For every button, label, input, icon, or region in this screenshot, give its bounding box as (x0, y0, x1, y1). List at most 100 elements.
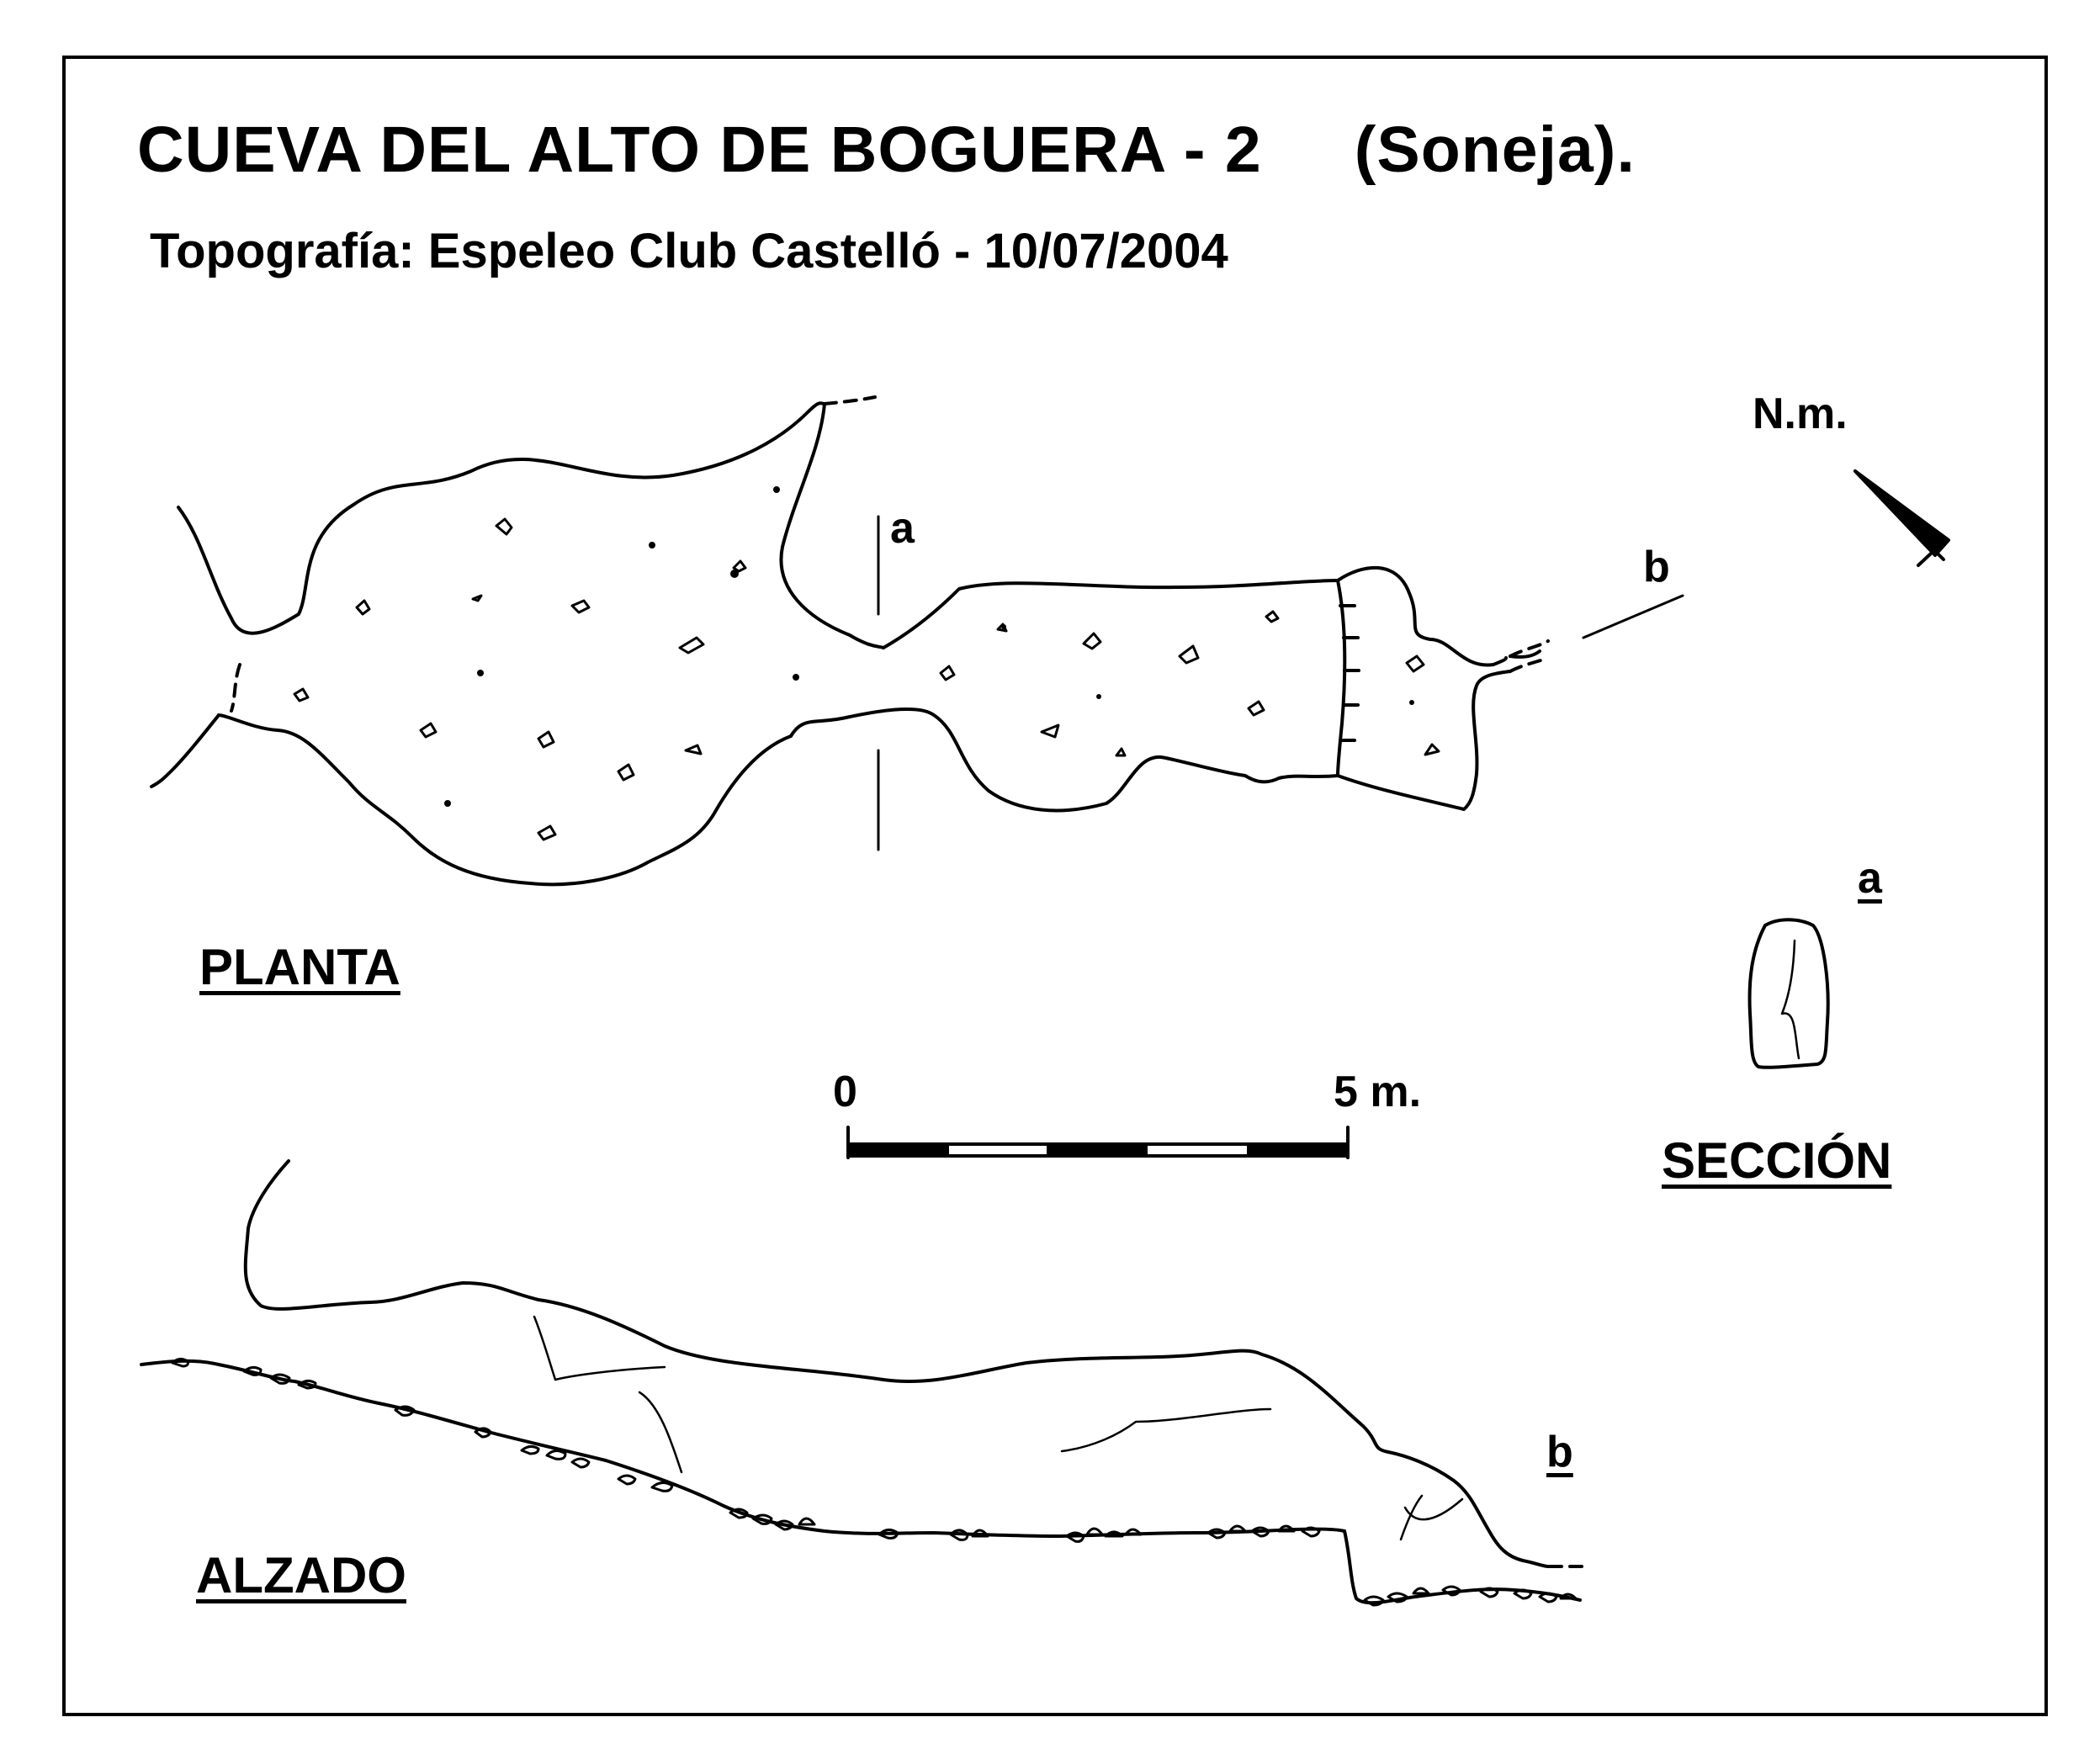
rubble (545, 1450, 567, 1460)
boulder (1265, 610, 1280, 623)
plan-lower-wall-west (217, 713, 793, 887)
elevation-view-label: ALZADO (196, 1547, 406, 1603)
section-crack (1780, 939, 1800, 1060)
boulder (1115, 747, 1127, 757)
boulder (355, 599, 371, 616)
rubble (1206, 1528, 1227, 1540)
rubble (1441, 1585, 1461, 1597)
plan-dashed-extensions (230, 395, 1550, 713)
rubble (774, 1519, 794, 1531)
boulder (1424, 743, 1440, 756)
plan-upper-wall-east (882, 579, 1339, 649)
section-a-title: a (1858, 854, 1882, 903)
rubble (297, 1379, 317, 1390)
scale-segment-black (1247, 1144, 1348, 1156)
plan-upper-wall-terminal (1336, 565, 1508, 667)
boulder (495, 517, 513, 536)
boulder (1082, 632, 1102, 650)
north-label: N.m. (1753, 390, 1848, 438)
rubble (1538, 1592, 1558, 1603)
plan-boulders (293, 517, 1440, 841)
rubble (242, 1365, 262, 1376)
cross-section-a (1747, 918, 1830, 1069)
rubble (1104, 1530, 1124, 1538)
gravel-dot (773, 486, 780, 493)
elevation-floor-rubble (171, 1357, 1578, 1607)
boulder (537, 730, 555, 749)
boulder (570, 599, 591, 614)
rubble (971, 1529, 989, 1538)
elevation-floor (140, 1359, 1346, 1538)
boulder (939, 665, 956, 681)
rubble (617, 1474, 637, 1486)
plan-left-entrance-lower-wall (150, 713, 220, 788)
profile-b-line (1582, 594, 1684, 639)
gravel-dot (649, 542, 655, 549)
rubble (394, 1405, 416, 1417)
elevation-b-marker: b (1546, 1428, 1573, 1476)
plan-lower-wall-east (789, 707, 1339, 813)
rubble (798, 1517, 816, 1526)
plan-section-lines (877, 515, 1684, 851)
section-a-marker-label: a (890, 504, 915, 553)
rubble (1301, 1526, 1321, 1538)
rubble (269, 1373, 291, 1385)
crack (638, 1391, 683, 1474)
crack (533, 1315, 666, 1381)
boulder (293, 687, 310, 702)
rubble (1250, 1526, 1270, 1538)
plan-entrance-dashed-closure (230, 663, 241, 713)
plan-view-label: PLANTA (199, 939, 400, 995)
elevation-cracks (533, 1315, 1464, 1541)
boulder (617, 763, 635, 782)
scale-segment-black (1047, 1144, 1148, 1156)
plan-outline (150, 401, 1541, 887)
profile-b-marker-label: b (1643, 543, 1670, 591)
rubble (1277, 1524, 1296, 1533)
elevation-ceiling (243, 1159, 1550, 1568)
crack (1399, 1494, 1424, 1541)
rubble (1412, 1587, 1430, 1595)
rubble (949, 1529, 969, 1541)
gravel-dot (444, 800, 451, 807)
gravel-dot (730, 570, 739, 578)
crack (1403, 1497, 1464, 1521)
section-view-label: SECCIÓN (1662, 1132, 1892, 1189)
boulder (537, 824, 557, 841)
north-arrow-icon (1853, 469, 1950, 567)
scale-segment-black (848, 1144, 949, 1156)
rubble (1559, 1593, 1578, 1600)
boulder (684, 744, 703, 755)
boulder (1040, 723, 1060, 739)
gravel-dot (477, 670, 484, 676)
plan-right-lower-dashed (1509, 656, 1550, 673)
map-frame (62, 56, 2048, 1716)
plan-gravel-dots (444, 486, 1414, 807)
rubble (751, 1513, 773, 1525)
section-outline (1747, 918, 1830, 1069)
rubble (171, 1357, 189, 1368)
boulder (1178, 644, 1200, 665)
elevation-floor-drop (1343, 1529, 1582, 1605)
boulder (419, 722, 438, 739)
boulder (1247, 700, 1265, 717)
rubble (1363, 1595, 1385, 1607)
plan-right-upper-step (1509, 649, 1541, 659)
rubble (1085, 1527, 1104, 1536)
rubble (474, 1427, 492, 1439)
plan-right-upper-dashed (1509, 639, 1550, 658)
rubble (1479, 1587, 1499, 1598)
rubble (1387, 1592, 1408, 1603)
gravel-dot (793, 674, 799, 681)
gravel-dot (1096, 694, 1101, 699)
plan-hook-wall (779, 402, 885, 649)
scale-bar (846, 1126, 1350, 1159)
rubble (520, 1444, 540, 1455)
municipality-name: (Soneja). (1354, 114, 1636, 186)
boulder (678, 636, 705, 655)
boulder (1405, 655, 1425, 673)
boulder (471, 594, 483, 602)
rubble (1513, 1588, 1533, 1600)
rubble (570, 1457, 591, 1469)
